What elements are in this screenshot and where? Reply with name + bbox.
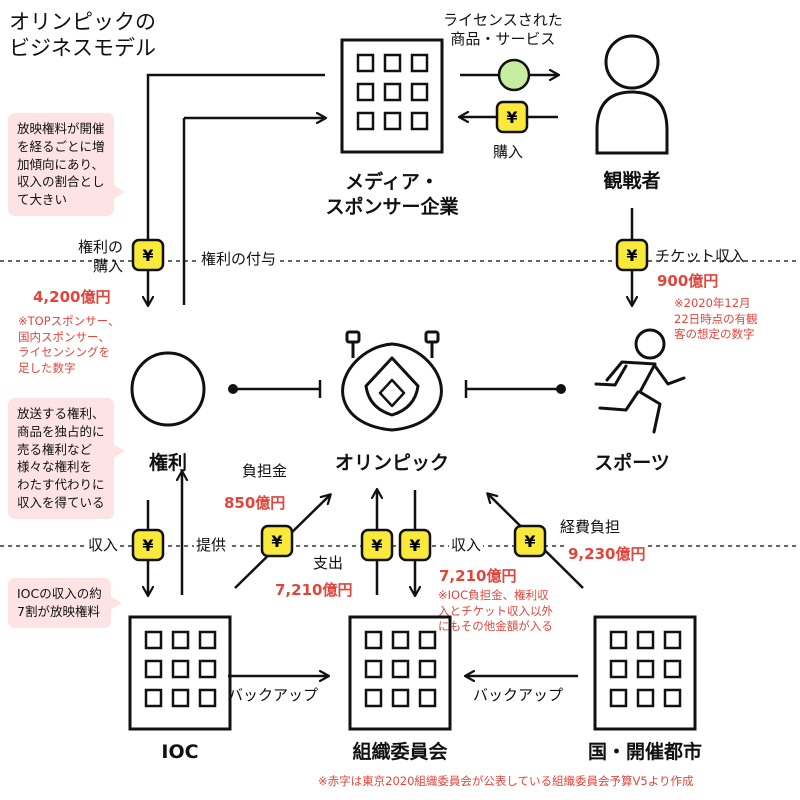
expense-amount: 7,210億円 — [275, 581, 353, 599]
yen-coin-icon: ¥ — [360, 528, 394, 562]
svg-text:¥: ¥ — [142, 246, 153, 265]
olympic-label: オリンピック — [334, 452, 449, 474]
burden-label: 負担金 — [242, 462, 288, 480]
city-label: 国・開催都市 — [587, 741, 702, 763]
expense-label: 支出 — [313, 554, 344, 572]
ticket-amount: 900億円 — [657, 272, 719, 290]
stadium-icon — [341, 330, 443, 432]
yen-coin-icon: ¥ — [131, 238, 165, 272]
expense-burden-amount: 9,230億円 — [566, 545, 648, 564]
note-bubble-broadcast-fee: 放映権料が開催 を経るごとに増 加傾向にあり、 収入の割合とし て大きい — [8, 113, 124, 216]
footer-note: ※赤字は東京2020組織委員会が公表している組織委員会予算V5より作成 — [318, 774, 694, 788]
burden-amount: 850億円 — [224, 494, 286, 512]
svg-text:¥: ¥ — [142, 536, 153, 555]
yen-coin-icon: ¥ — [398, 528, 432, 562]
rights-purchase-label: 権利の 購入 — [77, 238, 123, 275]
yen-coin-icon: ¥ — [513, 524, 547, 558]
media-building-icon — [340, 38, 444, 154]
media-sponsor-label: メディア・ スポンサー企業 — [325, 171, 459, 218]
rights-circle-icon — [130, 351, 206, 427]
backup-left-label: バックアップ — [228, 686, 319, 704]
svg-text:¥: ¥ — [409, 536, 420, 555]
income-right-label: 収入 — [449, 536, 484, 555]
runner-icon — [594, 328, 686, 434]
note-bubble-rights-explain: 放送する権利、 商品を独占的に 売る権利など 様々な権利を わたす代わりに 収入… — [8, 398, 124, 519]
expense-burden-label: 経費負担 — [560, 518, 621, 536]
purchase-label: 購入 — [493, 143, 524, 161]
ioc-label: IOC — [161, 741, 199, 763]
ticket-income-label: チケット収入 — [655, 247, 746, 265]
top-sponsor-note: ※TOPスポンサー、 国内スポンサー、 ライセンシングを 足した数字 — [18, 314, 120, 375]
ticket-note: ※2020年12月 22日時点の有観 客の想定の数字 — [674, 296, 758, 342]
income-amount: 7,210億円 — [439, 567, 517, 585]
svg-text:¥: ¥ — [271, 532, 282, 551]
person-icon — [595, 34, 669, 155]
ioc-burden-note: ※IOC負担金、権利収 入とチケット収入以外 にもその他金額が入る — [438, 588, 553, 634]
svg-text:¥: ¥ — [626, 246, 637, 265]
sports-label: スポーツ — [594, 452, 670, 474]
income-left-label: 収入 — [86, 536, 121, 555]
ioc-building-icon — [128, 615, 232, 731]
committee-label: 組織委員会 — [352, 741, 448, 763]
backup-right-label: バックアップ — [473, 686, 564, 704]
svg-text:¥: ¥ — [506, 108, 517, 127]
viewer-label: 観戦者 — [603, 170, 661, 192]
goods-circle-icon — [497, 58, 531, 92]
title-line-1: オリンピックの — [9, 10, 156, 34]
provide-label: 提供 — [194, 536, 229, 555]
yen-coin-icon: ¥ — [260, 524, 294, 558]
committee-building-icon — [348, 615, 452, 731]
rights-label: 権利 — [148, 452, 187, 474]
yen-coin-icon: ¥ — [131, 528, 165, 562]
city-building-icon — [593, 615, 697, 731]
note-bubble-ioc-income: IOCの収入の約 7割が放映権料 — [8, 578, 122, 628]
rights-grant-label: 権利の付与 — [199, 250, 279, 269]
licensed-goods-label: ライセンスされた 商品・サービス — [443, 11, 563, 48]
yen-coin-icon: ¥ — [615, 238, 649, 272]
svg-text:¥: ¥ — [371, 536, 382, 555]
page-title: オリンピックの ビジネスモデル — [9, 9, 156, 62]
rights-purchase-amount: 4,200億円 — [33, 288, 111, 306]
svg-text:¥: ¥ — [524, 532, 535, 551]
title-line-2: ビジネスモデル — [9, 36, 156, 61]
yen-coin-icon: ¥ — [495, 100, 529, 134]
